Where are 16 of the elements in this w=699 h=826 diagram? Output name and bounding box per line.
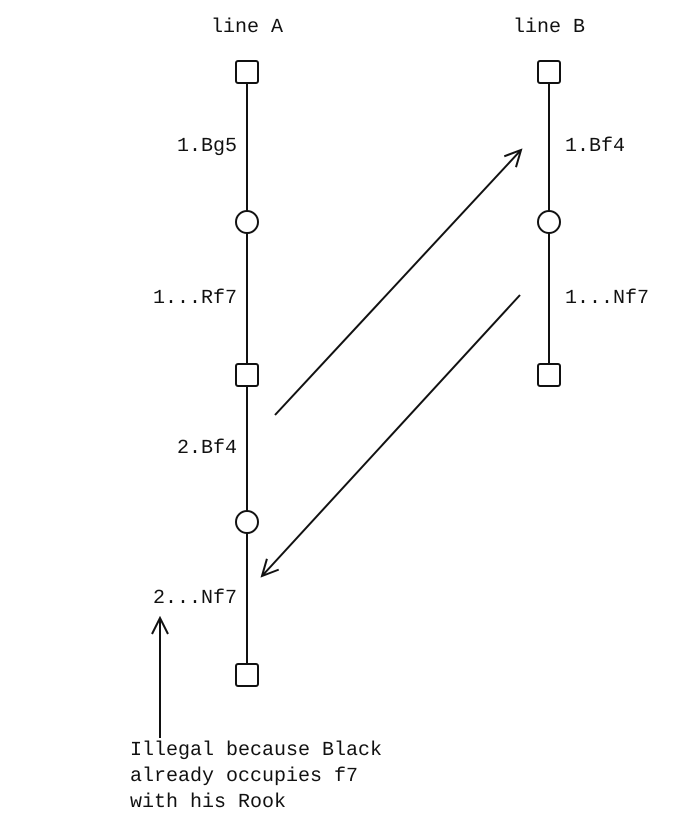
note-text: Illegal because Black already occupies f7 with his Rook (130, 738, 384, 816)
connector-line (246, 386, 248, 511)
position-square (537, 60, 561, 84)
connector-line (548, 83, 550, 211)
connector-line (246, 233, 248, 364)
position-square (537, 363, 561, 387)
position-circle (537, 210, 561, 234)
position-circle (235, 510, 259, 534)
position-circle (235, 210, 259, 234)
position-square (235, 663, 259, 687)
connector-line (548, 233, 550, 364)
position-square (235, 60, 259, 84)
connector-line (246, 533, 248, 664)
position-square (235, 363, 259, 387)
connector-line (246, 83, 248, 211)
arrow (151, 617, 169, 738)
